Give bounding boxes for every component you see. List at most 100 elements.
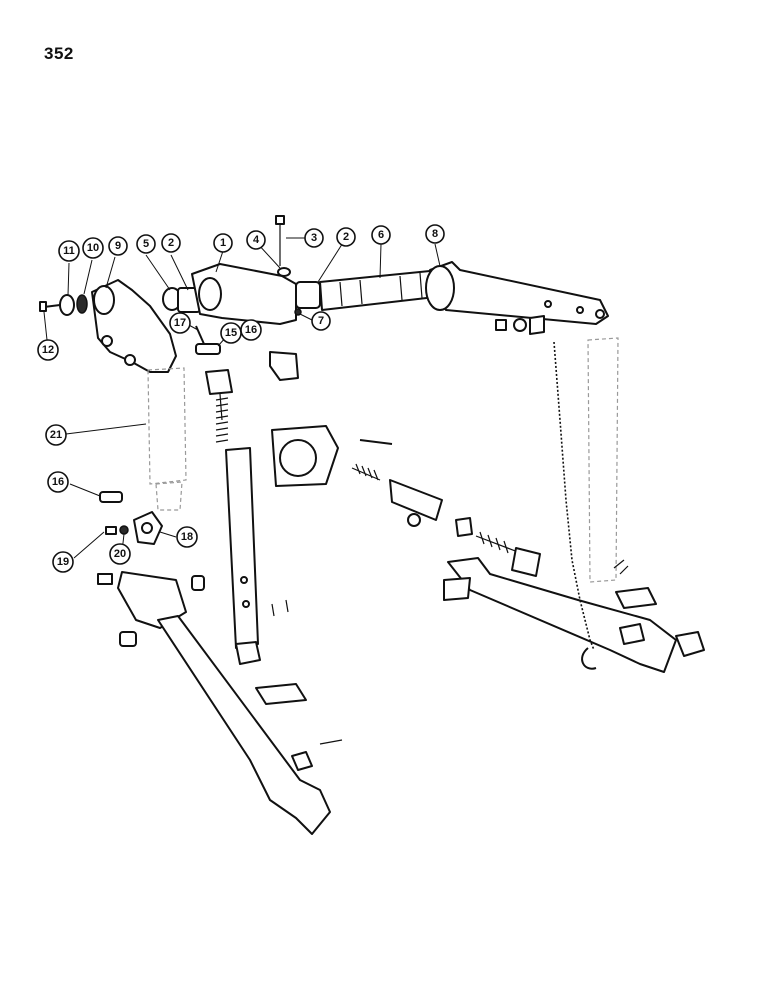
callout-2: 2 [336, 227, 356, 247]
clevis-plate [529, 315, 545, 335]
clevis [205, 369, 233, 395]
lift-arm-hole [595, 309, 605, 319]
callout-label: 19 [57, 556, 69, 568]
callout-12: 12 [37, 339, 59, 361]
callout-label: 7 [318, 315, 324, 327]
callout-20: 20 [109, 543, 131, 565]
callout-label: 20 [114, 548, 126, 560]
left-lift-link [205, 369, 289, 665]
link-hole [240, 576, 248, 584]
cylinder-body [147, 367, 187, 485]
pin [99, 491, 123, 503]
pin [319, 739, 343, 745]
callout-label: 5 [143, 238, 149, 250]
callout-label: 16 [52, 476, 64, 488]
spline [359, 279, 363, 305]
spline [399, 275, 403, 301]
bolt [97, 573, 113, 585]
callout-label: 18 [181, 531, 193, 543]
lift-arm-hole [544, 300, 552, 308]
bolt-head [275, 215, 285, 225]
lift-cylinder-ghost [147, 337, 619, 583]
callout-10: 10 [82, 237, 104, 259]
callout-label: 11 [63, 245, 75, 257]
callout-label: 6 [378, 229, 384, 241]
top-link-handle [407, 513, 421, 527]
link-end [235, 641, 261, 665]
bushing [191, 575, 205, 591]
check-chain [553, 341, 595, 651]
lift-arm-hole [576, 306, 584, 314]
right-lower-link [443, 557, 705, 673]
callout-7: 7 [311, 311, 331, 331]
bracket-ball [279, 439, 317, 477]
callout-6: 6 [371, 225, 391, 245]
callout-label: 8 [432, 228, 438, 240]
bracket [269, 351, 299, 381]
callout-2: 2 [161, 233, 181, 253]
rockshaft-assembly [39, 215, 609, 373]
retaining-pins [271, 599, 289, 617]
callout-16: 16 [240, 319, 262, 341]
washer [277, 267, 291, 277]
top-link-threads [475, 531, 519, 554]
nut [455, 517, 473, 537]
hook-latch [291, 751, 313, 771]
callout-11: 11 [58, 240, 80, 262]
lift-arm-hole [101, 335, 113, 347]
right-lift-link-ghost [587, 337, 619, 583]
spline [339, 281, 343, 307]
bushing [295, 281, 321, 309]
top-link-assembly [271, 425, 541, 577]
leader-lines [43, 237, 441, 559]
spline [419, 272, 423, 299]
top-link-threads [351, 463, 381, 481]
page-number: 352 [44, 44, 74, 63]
rockshaft-housing [191, 263, 297, 325]
pin [195, 343, 221, 355]
top-link-end [511, 547, 541, 577]
callout-17: 17 [169, 312, 191, 334]
callout-label: 16 [245, 324, 257, 336]
callouts: 1 2 3 4 6 8 11 10 9 5 2 12 7 17 15 16 21… [37, 224, 445, 573]
pin [195, 325, 205, 345]
left-lower-link [97, 571, 343, 835]
callout-label: 21 [50, 429, 62, 441]
washer [59, 294, 75, 316]
pin [613, 559, 629, 575]
left-lift-arm-hub [93, 285, 115, 315]
bolt-head [39, 301, 47, 312]
top-link-barrel [389, 479, 443, 521]
right-lift-arm [429, 261, 609, 325]
callout-label: 15 [225, 327, 237, 339]
callout-label: 9 [115, 240, 121, 252]
hook-latch [619, 623, 645, 645]
callout-19: 19 [52, 551, 74, 573]
callout-15: 15 [220, 322, 242, 344]
plate-hole [141, 522, 153, 534]
lower-link-end [443, 577, 471, 601]
hook-plate [675, 631, 705, 657]
right-lower-link-arm [447, 557, 677, 673]
right-lift-arm-hub [425, 265, 455, 311]
callout-label: 4 [253, 234, 260, 246]
callout-label: 2 [168, 237, 174, 249]
callout-label: 10 [87, 242, 99, 254]
callout-8: 8 [425, 224, 445, 244]
callout-1: 1 [213, 233, 233, 253]
chain-hook [581, 647, 597, 670]
lower-link-bracket [117, 571, 187, 629]
left-lower-link-arm [157, 615, 331, 835]
callout-label: 3 [311, 232, 317, 244]
bolt-head [495, 319, 507, 331]
callout-21: 21 [45, 424, 67, 446]
pin [359, 439, 393, 445]
callout-3: 3 [304, 228, 324, 248]
callout-5: 5 [136, 234, 156, 254]
callout-label: 1 [220, 237, 226, 249]
callout-label: 17 [174, 317, 186, 329]
bolt [105, 526, 117, 535]
washer [513, 318, 527, 332]
bushing [119, 631, 137, 647]
